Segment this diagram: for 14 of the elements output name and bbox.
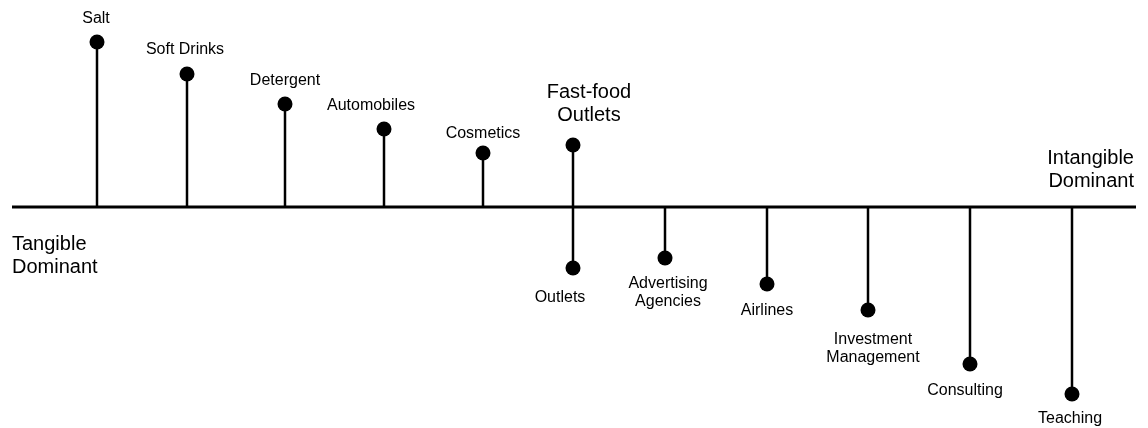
- item-label: Automobiles: [327, 95, 415, 115]
- axis-end-label: Tangible Dominant: [12, 232, 99, 278]
- item-label: Detergent: [249, 70, 321, 90]
- item-label: Advertising Agencies: [627, 273, 709, 311]
- item-label: Salt: [82, 8, 110, 28]
- item-label: Fast-food Outlets: [545, 80, 633, 126]
- item-label: Outlets: [534, 287, 586, 307]
- item-label: Airlines: [740, 300, 794, 320]
- item-label: Teaching: [1038, 408, 1102, 428]
- item-label: Cosmetics: [445, 123, 521, 143]
- axis-end-label: Intangible Dominant: [1046, 146, 1134, 192]
- item-label: Consulting: [927, 380, 1003, 400]
- item-label: Soft Drinks: [145, 39, 225, 59]
- item-label: Investment Management: [825, 329, 921, 367]
